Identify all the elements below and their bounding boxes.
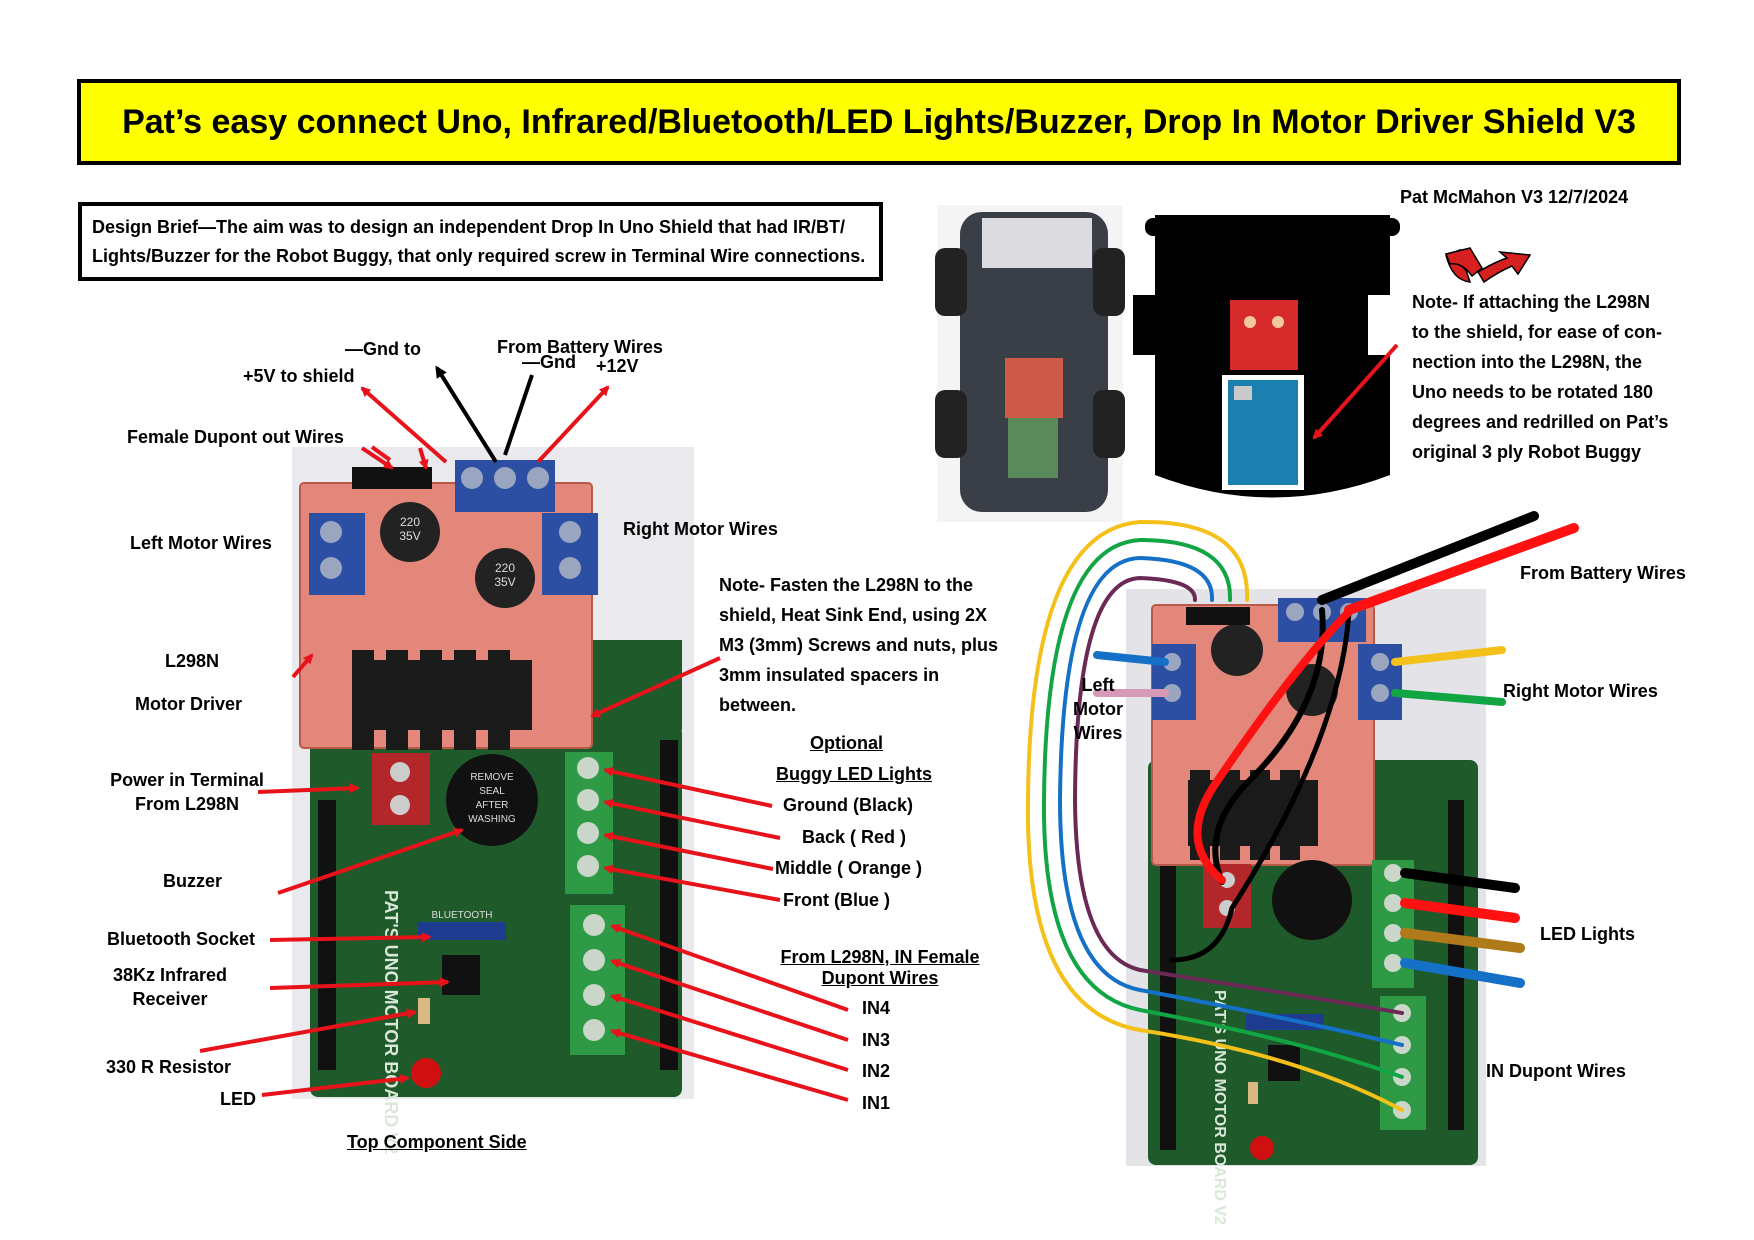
design-brief-box: Design Brief—The aim was to design an in…	[78, 202, 883, 281]
label-left-motor: Left Motor Wires	[130, 533, 272, 553]
led-heading-optional: Optional	[810, 733, 883, 753]
author-line: Pat McMahon V3 12/7/2024	[1400, 187, 1629, 207]
label-gnd-to: —Gnd to	[345, 339, 421, 359]
label-buzzer: Buzzer	[163, 871, 223, 891]
in-heading-1: From L298N, IN Female	[780, 947, 980, 967]
label-in4: IN4	[862, 998, 891, 1018]
right-label-from-battery: From Battery Wires	[1520, 563, 1686, 583]
rotate-note-line-6: original 3 ply Robot Buggy	[1412, 442, 1641, 462]
fasten-note-line-3: M3 (3mm) Screws and nuts, plus	[719, 635, 999, 655]
cap-voltage-text: 35V	[399, 529, 420, 543]
rotate-note: Note- If attaching the L298N to the shie…	[1412, 287, 1668, 467]
svg-text:BLUETOOTH: BLUETOOTH	[432, 910, 493, 921]
label-infrared: 38Kz Infrared Receiver	[100, 963, 240, 1011]
led-heading-buggy: Buggy LED Lights	[776, 764, 932, 784]
right-board-name: PAT'S UNO MOTOR BOARD V2	[1211, 990, 1228, 1225]
design-brief-line-2: Lights/Buzzer for the Robot Buggy, that …	[92, 246, 866, 266]
fasten-note-line-2: shield, Heat Sink End, using 2X	[719, 605, 988, 625]
label-in2: IN2	[862, 1061, 891, 1081]
rotate-note-line-1: Note- If attaching the L298N	[1412, 292, 1651, 312]
left-arrows	[199, 385, 849, 1102]
page-title: Pat’s easy connect Uno, Infrared/Bluetoo…	[122, 102, 1636, 141]
rotation-arrow-icon	[1444, 247, 1532, 284]
right-label-in-dupont: IN Dupont Wires	[1486, 1061, 1626, 1081]
in-heading: From L298N, IN Female Dupont Wires	[770, 947, 990, 989]
led-label-back: Back ( Red )	[802, 827, 907, 847]
right-label-left-motor-1: Left	[1081, 675, 1115, 695]
cap-value-text: 220	[400, 515, 420, 529]
label-plus12v: +12V	[596, 356, 639, 376]
design-brief-line-1: Design Brief—The aim was to design an in…	[92, 217, 846, 237]
left-header-pins	[318, 740, 678, 1070]
left-heatsink	[352, 650, 532, 750]
rotate-note-line-2: to the shield, for ease of con-	[1412, 322, 1663, 342]
left-capacitors: 220 35V 220 35V	[380, 502, 535, 608]
rotate-note-arrow	[1312, 343, 1399, 440]
rotate-note-line-3: nection into the L298N, the	[1412, 352, 1643, 372]
led-label-middle: Middle ( Orange )	[775, 858, 923, 878]
label-in3: IN3	[862, 1030, 891, 1050]
right-board-wires	[1025, 511, 1579, 1112]
fasten-note-line-5: between.	[719, 695, 797, 715]
label-led: LED	[220, 1089, 256, 1109]
chassis-l298n	[1230, 300, 1298, 370]
label-gnd: —Gnd	[522, 352, 576, 372]
right-board-photo: PAT'S UNO MOTOR BOARD V2	[1126, 589, 1486, 1225]
right-label-left-motor-3: Wires	[1073, 723, 1123, 743]
left-led-terminals	[565, 752, 613, 894]
left-ir-receiver	[442, 955, 480, 995]
svg-text:SEAL: SEAL	[479, 786, 505, 797]
fasten-note: Note- Fasten the L298N to the shield, He…	[719, 570, 998, 720]
right-label-left-motor: Left Motor Wires	[1068, 673, 1128, 745]
label-top-component-side: Top Component Side	[347, 1132, 527, 1152]
led-label-ground: Ground (Black)	[783, 795, 914, 815]
left-blue-terminals	[309, 460, 598, 595]
rotate-note-line-4: Uno needs to be rotated 180	[1412, 382, 1654, 402]
right-label-left-motor-2: Motor	[1073, 699, 1123, 719]
svg-text:AFTER: AFTER	[476, 800, 509, 811]
label-resistor: 330 R Resistor	[106, 1057, 232, 1077]
title-banner: Pat’s easy connect Uno, Infrared/Bluetoo…	[77, 79, 1681, 165]
label-plus5v: +5V to shield	[243, 366, 355, 386]
rotate-note-line-5: degrees and redrilled on Pat’s	[1412, 412, 1669, 432]
chassis-diagram	[1133, 215, 1400, 498]
buggy-photo	[935, 205, 1125, 522]
left-resistor	[418, 998, 430, 1024]
label-in1: IN1	[862, 1093, 891, 1113]
label-l298n: L298N	[165, 651, 220, 671]
left-black-arrows	[435, 365, 534, 464]
label-power-terminal: Power in Terminal From L298N	[92, 768, 282, 816]
right-label-right-motor: Right Motor Wires	[1503, 681, 1658, 701]
in-heading-2: Dupont Wires	[821, 968, 939, 988]
label-motor-driver: Motor Driver	[135, 694, 243, 714]
left-board-photo: 220 35V 220 35V REMOVE SEAL AFTER WASHIN…	[292, 447, 694, 1154]
label-from-battery: From Battery Wires	[497, 337, 663, 357]
left-led	[411, 1058, 441, 1088]
label-bluetooth-socket: Bluetooth Socket	[107, 929, 256, 949]
fasten-note-line-1: Note- Fasten the L298N to the	[719, 575, 974, 595]
label-infrared-1: 38Kz Infrared	[112, 965, 228, 985]
svg-text:REMOVE: REMOVE	[470, 772, 514, 783]
cap-voltage-text-2: 35V	[494, 575, 515, 589]
right-label-led-lights: LED Lights	[1540, 924, 1635, 944]
label-infrared-2: Receiver	[132, 989, 208, 1009]
left-bluetooth-socket	[418, 922, 506, 940]
led-label-front: Front (Blue )	[783, 890, 890, 910]
cap-value-text-2: 220	[495, 561, 515, 575]
left-board-name: PAT'S UNO MOTOR BOARD V2	[381, 890, 401, 1154]
svg-text:WASHING: WASHING	[468, 814, 516, 825]
label-power-terminal-2: From L298N	[134, 794, 240, 814]
label-power-terminal-1: Power in Terminal	[110, 770, 264, 790]
fasten-note-line-4: 3mm insulated spacers in	[719, 665, 940, 685]
label-female-dupont: Female Dupont out Wires	[127, 427, 344, 447]
left-buzzer	[446, 754, 538, 846]
left-dupont-header	[352, 467, 432, 489]
label-right-motor: Right Motor Wires	[623, 519, 778, 539]
